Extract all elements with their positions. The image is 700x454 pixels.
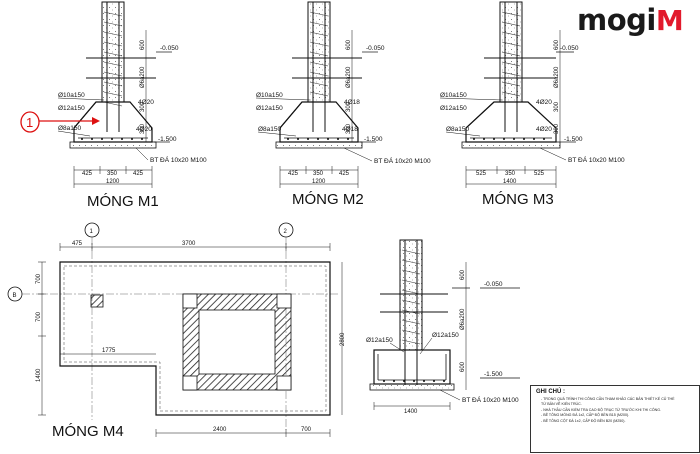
m4-dim-1400: 1400 bbox=[36, 368, 42, 382]
m2-stirrup: Ø6a200 bbox=[346, 66, 352, 88]
m4s-level-bot: -1.500 bbox=[484, 371, 503, 378]
m1-rebar-mid: Ø12a150 bbox=[58, 105, 85, 112]
m2-h300b: 300 bbox=[346, 123, 352, 134]
m4s-level-top: -0.050 bbox=[484, 281, 503, 288]
m3-bars-a: 4Ø20 bbox=[536, 99, 552, 106]
m1-bars-b: 4Ø20 bbox=[136, 126, 152, 133]
notes-line-3: - NHÀ THẦU CẦN KIỂM TRA CAO ĐỘ TRỤC TỪ T… bbox=[541, 407, 662, 412]
grid-axis-b-label: B bbox=[13, 293, 17, 299]
m1-dim-b: 350 bbox=[107, 171, 118, 177]
m1-level-bot: -1.500 bbox=[158, 136, 177, 143]
m4s-rebar-2: Ø12a150 bbox=[432, 332, 459, 339]
m3-bars-b: 4Ø20 bbox=[536, 126, 552, 133]
m4-dim-700b: 700 bbox=[36, 311, 42, 322]
m3-lean: BT ĐÁ 10x20 M100 bbox=[568, 155, 625, 164]
m1-bars-a: 4Ø20 bbox=[138, 99, 154, 106]
m4-dim-700c: 700 bbox=[301, 427, 312, 433]
mogi-logo: mogiM bbox=[577, 2, 684, 39]
m1-stirrup: Ø6a200 bbox=[140, 66, 146, 88]
m4-dim-475: 475 bbox=[72, 241, 83, 247]
m3-h300b: 300 bbox=[554, 123, 560, 134]
m1-level-top: -0.050 bbox=[160, 45, 179, 52]
m3-dim-b: 350 bbox=[505, 171, 516, 177]
m2-dim-a: 425 bbox=[288, 171, 299, 177]
m2-dim-total: 1200 bbox=[312, 179, 326, 185]
m1-title: MÓNG M1 bbox=[87, 193, 159, 210]
m1-rebar-top: Ø10a150 bbox=[58, 92, 85, 99]
m2-dim-c: 425 bbox=[339, 171, 350, 177]
logo-suffix: M bbox=[655, 4, 684, 37]
m1-h300b: 300 bbox=[140, 123, 146, 134]
m2-rebar-top: Ø10a150 bbox=[256, 92, 283, 99]
m4s-total: 1400 bbox=[404, 409, 418, 415]
m4s-rebar: Ø12a150 bbox=[366, 337, 393, 344]
m4s-h600a: 600 bbox=[460, 269, 466, 280]
m4-dim-2800: 2800 bbox=[340, 332, 346, 346]
m1-dim-total: 1200 bbox=[106, 179, 120, 185]
m3-level-bot: -1.500 bbox=[564, 136, 583, 143]
m2-dim-b: 350 bbox=[313, 171, 324, 177]
m3-rebar-bot: Ø8a150 bbox=[446, 126, 470, 133]
m4s-stirrup: Ø6a200 bbox=[460, 308, 466, 330]
m4s-lean: BT ĐÁ 10x20 M100 bbox=[462, 395, 519, 404]
m1-h600: 600 bbox=[140, 39, 146, 50]
m4-dim-2400: 2400 bbox=[213, 427, 227, 433]
m3-level-top: -0.050 bbox=[560, 45, 579, 52]
m3-dim-a: 525 bbox=[476, 171, 487, 177]
m1-h300a: 300 bbox=[140, 101, 146, 112]
m4-dim-3700: 3700 bbox=[182, 241, 196, 247]
footing-m2-section: -0.050 -1.500 600 Ø6a200 300 300 Ø10a150… bbox=[255, 1, 431, 208]
m4-title: MÓNG M4 bbox=[52, 423, 124, 440]
notes-line-2: TỪ BẢN VẼ KIẾN TRÚC. bbox=[541, 402, 582, 406]
notes-line-5: - BÊ TÔNG CỘT ĐÁ 1x2, CẤP ĐỘ BỀN B20 (M2… bbox=[541, 418, 626, 423]
grid-axis-1-label: 1 bbox=[90, 229, 94, 235]
grid-axis-2-label: 2 bbox=[284, 229, 288, 235]
m4-dim-700a: 700 bbox=[36, 273, 42, 284]
footing-m3-section: -0.050 -1.500 600 Ø6a200 300 300 Ø10a150… bbox=[439, 1, 625, 208]
m2-level-top: -0.050 bbox=[366, 45, 385, 52]
notes-box: GHI CHÚ : - TRONG QUÁ TRÌNH THI CÔNG CẦN… bbox=[530, 385, 700, 453]
m2-bars-b: 4Ø18 bbox=[342, 126, 358, 133]
footing-m1-section: -0.050 -1.500 600 Ø6a200 300 300 Ø10a150… bbox=[20, 1, 207, 210]
m3-rebar-top: Ø10a150 bbox=[440, 92, 467, 99]
m3-stirrup: Ø6a200 bbox=[554, 66, 560, 88]
m3-dim-total: 1400 bbox=[503, 179, 517, 185]
m2-level-bot: -1.500 bbox=[364, 136, 383, 143]
footing-m4-plan: 1 2 B 475 3700 700 700 1400 1775 bbox=[7, 222, 346, 440]
footing-m4-section: -0.050 -1.500 600 Ø6a200 600 Ø12a150 Ø12… bbox=[366, 239, 520, 415]
m3-title: MÓNG M3 bbox=[482, 191, 554, 208]
m4s-h600b: 600 bbox=[460, 361, 466, 372]
m3-rebar-mid: Ø12a150 bbox=[440, 105, 467, 112]
notes-title: GHI CHÚ : bbox=[536, 389, 565, 395]
m2-h600: 600 bbox=[346, 39, 352, 50]
m1-rebar-bot: Ø8a150 bbox=[58, 125, 82, 132]
m2-h300a: 300 bbox=[346, 101, 352, 112]
m4-dim-1775: 1775 bbox=[102, 348, 116, 354]
m2-rebar-mid: Ø12a150 bbox=[256, 105, 283, 112]
m2-rebar-bot: Ø8a150 bbox=[258, 126, 282, 133]
m1-lean: BT ĐÁ 10x20 M100 bbox=[150, 155, 207, 164]
m3-h600: 600 bbox=[554, 39, 560, 50]
m3-dim-c: 525 bbox=[534, 171, 545, 177]
m2-bars-a: 4Ø18 bbox=[344, 99, 360, 106]
m3-h300a: 300 bbox=[554, 101, 560, 112]
m1-dim-a: 425 bbox=[82, 171, 93, 177]
logo-prefix: mogi bbox=[577, 3, 656, 37]
m1-dim-c: 425 bbox=[133, 171, 144, 177]
callout-label: 1 bbox=[26, 115, 33, 130]
m2-title: MÓNG M2 bbox=[292, 191, 364, 208]
m2-lean: BT ĐÁ 10x20 M100 bbox=[374, 156, 431, 165]
notes-line-4: - BÊ TÔNG MÓNG ĐÁ 1x2, CẤP ĐỘ BỀN B15 (M… bbox=[541, 413, 630, 417]
notes-line-1: - TRONG QUÁ TRÌNH THI CÔNG CẦN THAM KHẢO… bbox=[541, 396, 675, 401]
